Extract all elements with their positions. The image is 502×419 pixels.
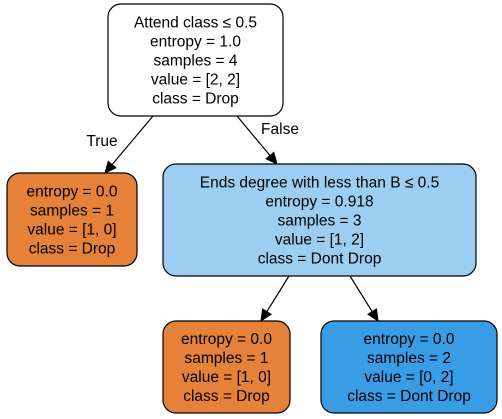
edge-line (349, 275, 373, 312)
edge-root-to-left: True (86, 115, 154, 174)
tree-edges: True False (86, 115, 379, 323)
node-line: entropy = 0.0 (27, 184, 118, 201)
arrowhead (367, 308, 379, 323)
arrowhead (260, 308, 272, 323)
edge-label-true: True (86, 133, 117, 150)
edge-line (266, 275, 290, 312)
arrowhead (265, 151, 278, 165)
tree-node-right: Ends degree with less than B ≤ 0.5 entrop… (162, 163, 477, 277)
node-line: entropy = 0.0 (181, 331, 272, 348)
tree-nodes: Attend class ≤ 0.5 entropy = 1.0 samples =… (6, 3, 498, 414)
edge-root-to-right: False (236, 115, 299, 165)
edge-label-false: False (261, 121, 299, 138)
node-line: entropy = 1.0 (150, 34, 241, 51)
node-line: value = [1, 0] (182, 369, 271, 386)
tree-node-right-left: entropy = 0.0 samples = 1 value = [1, 0] cl… (162, 320, 291, 414)
node-line: class = Drop (152, 91, 239, 108)
node-box (320, 320, 498, 414)
node-line: samples = 1 (184, 350, 268, 367)
tree-node-root: Attend class ≤ 0.5 entropy = 1.0 samples =… (107, 3, 284, 117)
node-line: value = [1, 0] (27, 222, 116, 239)
edge-line (236, 115, 271, 156)
node-line: entropy = 0.918 (265, 194, 373, 211)
node-line: class = Drop (29, 241, 116, 258)
node-line: value = [0, 2] (364, 369, 453, 386)
node-line: samples = 2 (367, 350, 451, 367)
node-line: class = Dont Drop (347, 388, 471, 405)
node-line: class = Drop (183, 388, 270, 405)
edge-right-to-right-right (349, 275, 379, 323)
node-line: Attend class ≤ 0.5 (134, 15, 257, 32)
edge-right-to-right-left (260, 275, 290, 323)
node-line: class = Dont Drop (258, 251, 382, 268)
tree-node-right-right: entropy = 0.0 samples = 2 value = [0, 2] cl… (320, 320, 498, 414)
arrowhead (104, 160, 117, 174)
node-line: samples = 1 (30, 203, 114, 220)
node-line: value = [2, 2] (151, 72, 240, 89)
node-line: Ends degree with less than B ≤ 0.5 (200, 175, 439, 192)
node-box (6, 172, 138, 267)
node-line: samples = 4 (153, 53, 237, 70)
edge-line (111, 115, 154, 165)
node-line: value = [1, 2] (275, 232, 364, 249)
node-line: entropy = 0.0 (364, 331, 455, 348)
node-box (162, 163, 477, 277)
node-line: samples = 3 (277, 213, 361, 230)
node-box (162, 320, 291, 414)
tree-node-left: entropy = 0.0 samples = 1 value = [1, 0] cl… (6, 172, 138, 267)
node-box (107, 3, 284, 117)
